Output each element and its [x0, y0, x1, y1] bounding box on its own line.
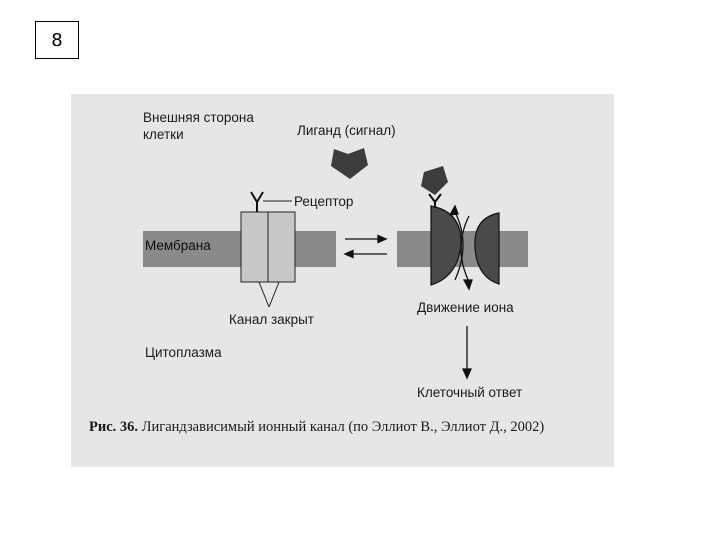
channel-left-half: [241, 212, 268, 282]
label-membrane: Мембрана: [145, 238, 211, 253]
label-ligand: Лиганд (сигнал): [297, 123, 396, 138]
caption-text: Лигандзависимый ионный канал (по Эллиот …: [138, 419, 544, 435]
slide-number: 8: [35, 21, 79, 59]
figure-panel: Внешняя сторона клетки Лиганд (сигнал) Р…: [71, 94, 614, 467]
label-outside-line2: клетки: [143, 127, 184, 142]
label-receptor: Рецептор: [294, 194, 353, 209]
label-channel-closed: Канал закрыт: [229, 312, 314, 327]
label-cytoplasm: Цитоплазма: [145, 345, 222, 360]
channel-right-half: [268, 212, 295, 282]
caption-prefix: Рис. 36.: [89, 419, 138, 435]
open-channel-right: [475, 213, 499, 284]
ligand-icon: [331, 148, 368, 179]
response-arrow: [463, 326, 471, 378]
equilibrium-arrows: [345, 236, 387, 258]
receptor-icon: [251, 192, 263, 212]
label-outside-line1: Внешняя сторона: [143, 110, 254, 125]
diagram-svg: Внешняя сторона клетки Лиганд (сигнал) Р…: [71, 94, 614, 467]
label-cell-response: Клеточный ответ: [417, 385, 522, 400]
bound-ligand-icon: [421, 166, 448, 195]
open-channel-left: [431, 206, 461, 285]
figure-caption: Рис. 36. Лигандзависимый ионный канал (п…: [89, 419, 544, 435]
channel-pointer: [259, 282, 279, 307]
label-ion-movement: Движение иона: [417, 300, 514, 315]
